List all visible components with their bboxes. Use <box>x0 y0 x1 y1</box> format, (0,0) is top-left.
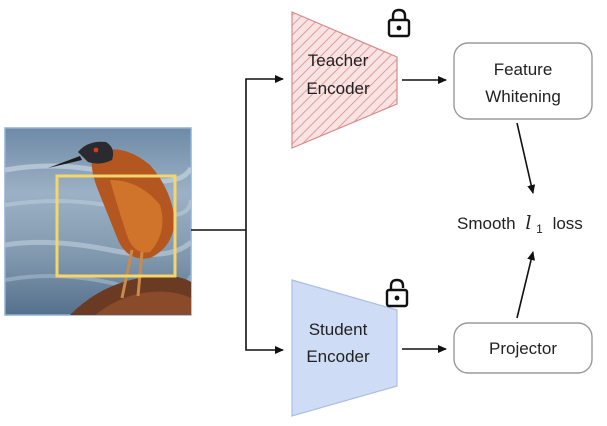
arrow-to-teacher <box>245 75 284 230</box>
svg-text:Smooth l 1 l: Smooth l 1 loss <box>457 212 583 237</box>
loss-prefix: Smooth <box>457 214 516 233</box>
arrow-projector-to-loss <box>516 251 536 319</box>
loss-symbol: l <box>525 212 531 234</box>
input-image <box>4 127 192 316</box>
night-heron-photo-icon <box>5 141 191 315</box>
lock-icon <box>387 8 411 38</box>
teacher-encoder-label-2: Encoder <box>306 79 370 98</box>
feature-whitening-label-1: Feature <box>494 60 553 79</box>
projector-box: Projector <box>453 322 593 374</box>
input-connectors <box>191 75 284 354</box>
student-encoder-label-2: Encoder <box>306 347 370 366</box>
arrow-whitening-to-loss <box>516 122 536 194</box>
crop-box <box>55 174 177 278</box>
unlock-icon <box>385 278 409 308</box>
projector-label: Projector <box>489 339 557 358</box>
loss-subscript: 1 <box>536 222 543 236</box>
teacher-encoder: Teacher Encoder <box>291 11 398 149</box>
feature-whitening-label-2: Whitening <box>485 87 561 106</box>
student-encoder-label-1: Student <box>309 320 368 339</box>
teacher-encoder-label-1: Teacher <box>308 51 369 70</box>
smooth-l1-loss-label: Smooth l 1 loss <box>457 212 583 237</box>
feature-whitening-box: Feature Whitening <box>453 42 593 120</box>
loss-suffix: loss <box>553 214 583 233</box>
student-encoder: Student Encoder <box>291 279 398 417</box>
arrow-to-student <box>245 230 284 354</box>
